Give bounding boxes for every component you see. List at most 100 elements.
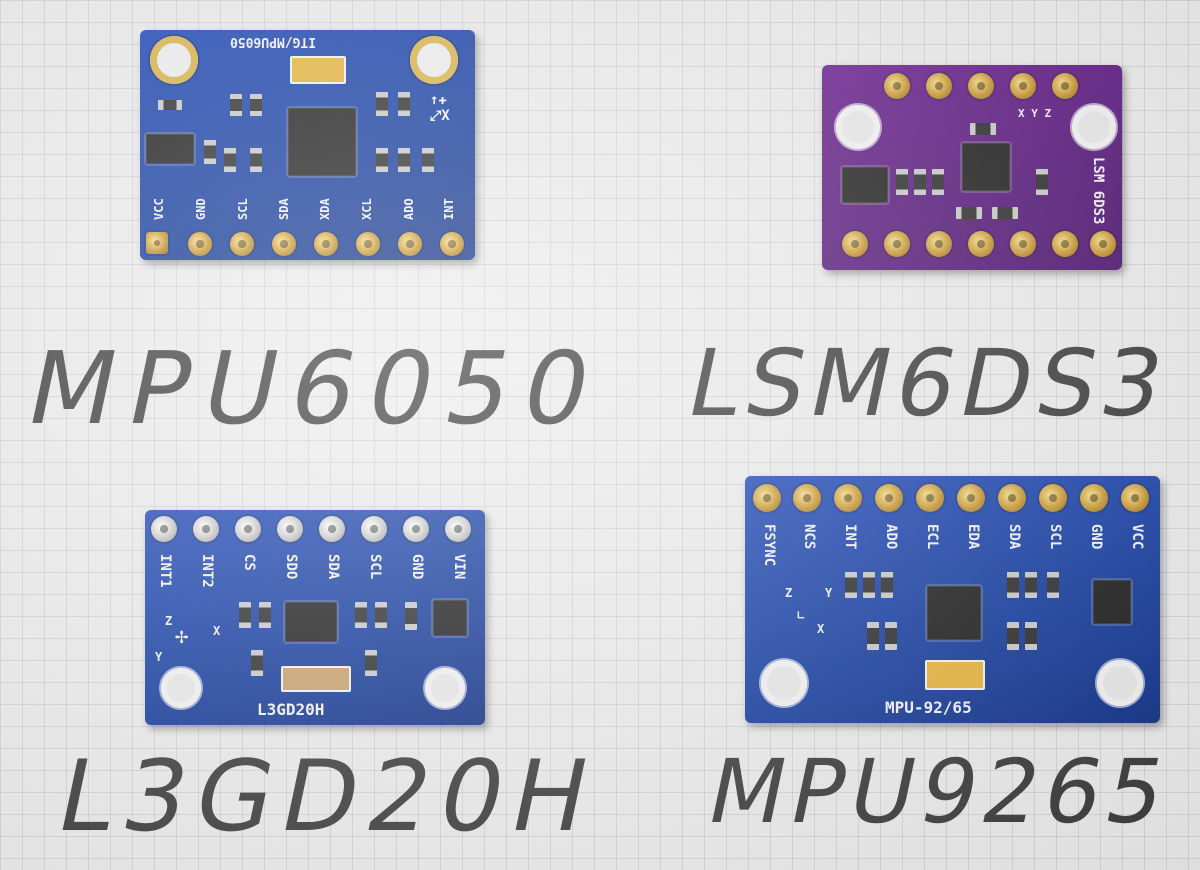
smd-component — [896, 169, 908, 195]
pin-pad — [398, 232, 422, 256]
mpu9265-header-pins — [745, 476, 1160, 520]
pin-label: ADO — [402, 198, 416, 220]
axis-label-z: Z — [785, 586, 793, 600]
mpu6050-header-pins — [140, 230, 475, 260]
l3gd20h-header-pins — [145, 510, 485, 550]
axis-label-x: X — [213, 624, 221, 638]
pin-pad — [445, 516, 471, 542]
smd-component — [867, 622, 879, 650]
pin-pad — [1010, 73, 1036, 99]
pin-label: VCC — [1129, 524, 1145, 550]
smd-component — [250, 94, 262, 116]
pin-pad — [998, 484, 1026, 512]
pin-pad — [230, 232, 254, 256]
l3gd20h-axis-markings: Z X Y ✢ — [155, 614, 225, 674]
smd-component — [1047, 572, 1059, 598]
mpu6050-pin-labels: VCC GND SCL SDA XDA XCL ADO INT — [140, 180, 475, 230]
mpu9265-axis-markings: Z Y X ⌞ — [785, 586, 865, 646]
smd-component — [398, 148, 410, 172]
pin-label: SDA — [1006, 524, 1022, 550]
pin-pad — [842, 231, 868, 257]
mpu9265-board: FSYNC NCS INT ADO ECL EDA SDA SCL GND VC… — [745, 476, 1160, 723]
pin-pad — [277, 516, 303, 542]
pin-pad — [926, 231, 952, 257]
gyro-chip — [285, 602, 337, 642]
imu-chip — [962, 143, 1010, 191]
board-silkscreen-title: ITG/MPU6050 — [230, 34, 317, 49]
handwritten-label-lsm6ds3: LSM6DS3 — [678, 330, 1179, 437]
smd-component — [251, 650, 263, 676]
pin-pad — [193, 516, 219, 542]
pin-pad — [916, 484, 944, 512]
pin-pad — [968, 231, 994, 257]
smd-component — [1025, 572, 1037, 598]
pin-label: FSYNC — [761, 524, 777, 567]
smd-component — [992, 207, 1018, 219]
smd-component — [230, 94, 242, 116]
regulator-chip — [842, 167, 888, 203]
pin-label: GND — [1088, 524, 1104, 550]
mounting-hole — [836, 105, 880, 149]
l3gd20h-board: INT1 INT2 CS SDO SDA SCL GND VIN Z X Y ✢… — [145, 510, 485, 725]
pin-pad — [1090, 231, 1116, 257]
smd-component — [365, 650, 377, 676]
pin-label: SDO — [283, 554, 299, 580]
pin-label: XCL — [360, 198, 374, 220]
pin-label: NCS — [801, 524, 817, 550]
pin-pad — [926, 73, 952, 99]
smd-component — [422, 148, 434, 172]
pin-pad — [403, 516, 429, 542]
mounting-hole — [761, 660, 807, 706]
axis-arrows-icon: ⌞ — [795, 598, 808, 622]
lsm6ds3-bottom-pins — [822, 225, 1122, 265]
smd-component — [956, 207, 982, 219]
smd-component — [970, 123, 996, 135]
pin-label: INT — [442, 198, 456, 220]
smd-component — [1025, 622, 1037, 650]
axis-label-y: Y — [155, 650, 163, 664]
pin-label: CS — [241, 554, 257, 571]
smd-component — [376, 92, 388, 116]
pin-pad — [793, 484, 821, 512]
smd-component — [158, 100, 182, 110]
smd-component — [1036, 169, 1048, 195]
pin-pad — [957, 484, 985, 512]
smd-component — [863, 572, 875, 598]
smd-component — [398, 92, 410, 116]
pin-pad — [875, 484, 903, 512]
lsm6ds3-board: X Y Z LSM 6DS3 — [822, 65, 1122, 270]
mpu6050-board: ITG/MPU6050 ↑✚⤢X VCC GND SCL SDA XDA XCL… — [140, 30, 475, 260]
pin-pad — [1080, 484, 1108, 512]
mounting-hole — [150, 36, 198, 84]
pin-label: INT2 — [199, 554, 215, 588]
pin-label: EDA — [965, 524, 981, 550]
pin-pad — [356, 232, 380, 256]
smd-component — [376, 148, 388, 172]
smd-component — [845, 572, 857, 598]
pin-label: INT1 — [157, 554, 173, 588]
capacitor — [281, 666, 351, 692]
smd-component — [224, 148, 236, 172]
mounting-hole — [161, 668, 201, 708]
pin-pad — [188, 232, 212, 256]
mounting-hole — [410, 36, 458, 84]
axis-label-y: Y — [825, 586, 833, 600]
pin-label: INT — [842, 524, 858, 550]
smd-component — [239, 602, 251, 628]
smd-component — [355, 602, 367, 628]
pin-label: SCL — [1047, 524, 1063, 550]
pin-label: SCL — [236, 198, 250, 220]
mounting-hole — [1097, 660, 1143, 706]
capacitor — [290, 56, 346, 84]
pin-pad — [319, 516, 345, 542]
axis-markings: ↑✚⤢X — [430, 92, 450, 124]
pin-pad — [968, 73, 994, 99]
pin-pad — [235, 516, 261, 542]
mounting-hole — [425, 668, 465, 708]
capacitor — [925, 660, 985, 690]
pin-pad — [440, 232, 464, 256]
smd-component — [1007, 572, 1019, 598]
handwritten-label-mpu6050: MPU6050 — [17, 330, 615, 447]
pin-label: VIN — [451, 554, 467, 580]
